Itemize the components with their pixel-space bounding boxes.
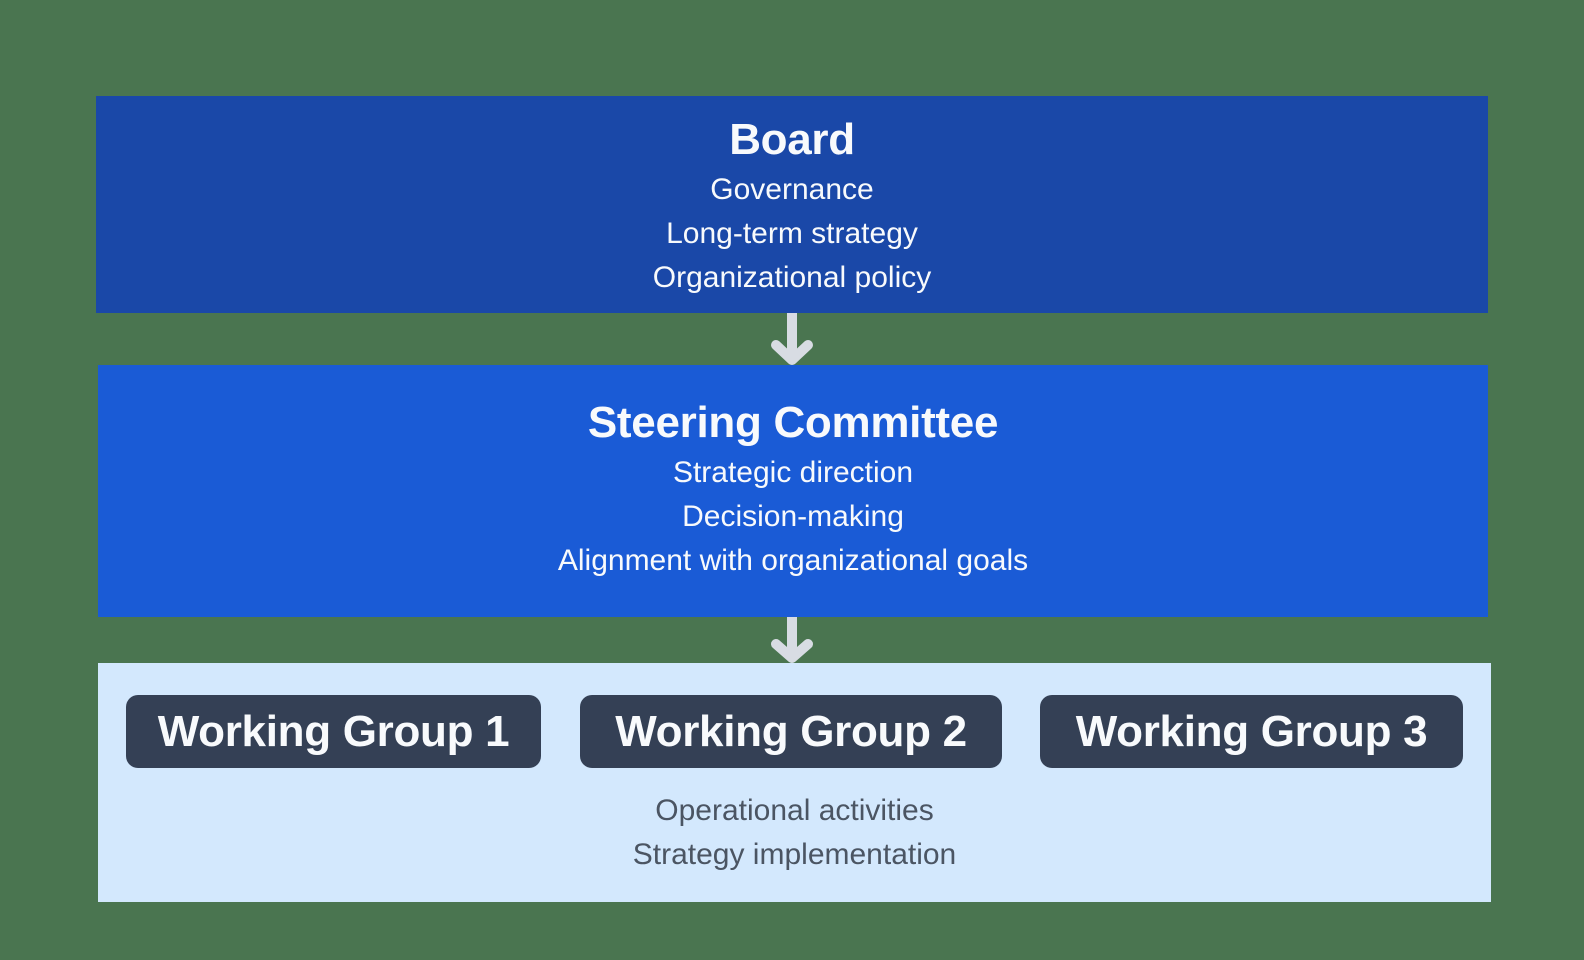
working-groups-responsibility: Strategy implementation: [632, 838, 957, 871]
working-group-3-card: Working Group 3: [1040, 695, 1463, 768]
board-responsibility: Long-term strategy: [666, 217, 918, 250]
arrow-down-icon: [771, 617, 813, 663]
steering-responsibility: Decision-making: [682, 500, 904, 533]
board-responsibility: Organizational policy: [652, 261, 932, 294]
board-responsibility: Governance: [710, 173, 874, 206]
steering-responsibility: Alignment with organizational goals: [557, 544, 1029, 577]
board-box: Board Governance Long-term strategy Orga…: [96, 96, 1488, 313]
arrow-down-icon: [771, 313, 813, 365]
board-title: Board: [729, 115, 855, 164]
working-group-2-card: Working Group 2: [580, 695, 1002, 768]
steering-committee-box: Steering Committee Strategic direction D…: [98, 365, 1488, 617]
working-groups-responsibility: Operational activities: [655, 794, 934, 827]
steering-responsibility: Strategic direction: [672, 456, 914, 489]
working-groups-panel: Working Group 1 Working Group 2 Working …: [98, 663, 1491, 902]
working-groups-responsibilities: Operational activities Strategy implemen…: [98, 789, 1491, 877]
working-group-1-card: Working Group 1: [126, 695, 541, 768]
steering-title: Steering Committee: [587, 398, 999, 447]
